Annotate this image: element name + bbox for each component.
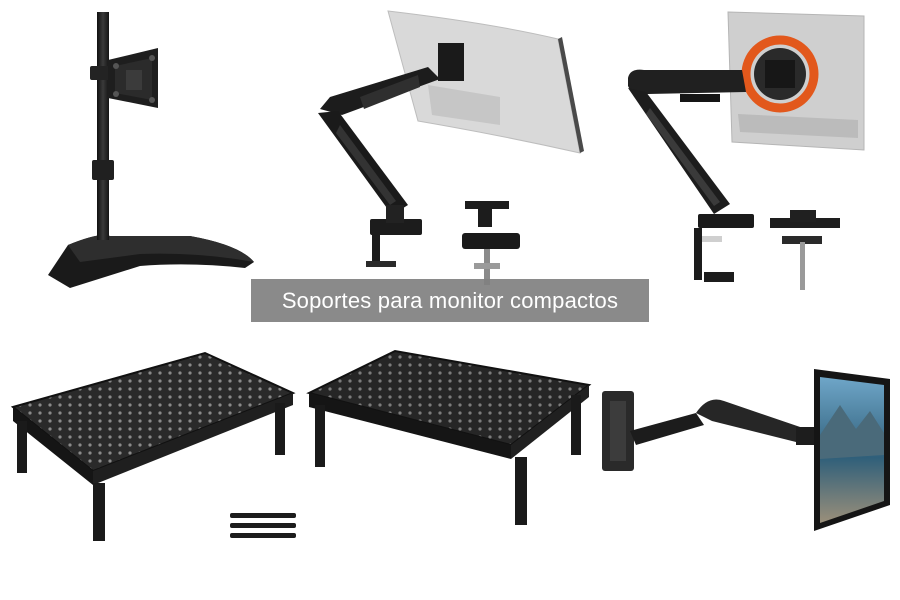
caption-text: Soportes para monitor compactos — [281, 287, 619, 313]
freestanding-monitor-stand-image — [40, 0, 270, 295]
caption-bar: Soportes para monitor compactos — [251, 279, 649, 322]
monitor-riser-center-image — [305, 345, 595, 535]
wall-mount-monitor-arm-icon — [602, 369, 890, 531]
monitor-arm-with-orange-vesa-icon — [628, 11, 865, 290]
wall-mount-arm-image — [600, 355, 895, 540]
gas-spring-monitor-arm-icon — [318, 10, 584, 285]
freestanding-single-monitor-stand-icon — [48, 12, 254, 288]
monitor-riser-left-image — [5, 345, 300, 550]
gas-spring-monitor-arm-image — [300, 5, 590, 290]
monitor-arm-orange-image — [620, 8, 870, 298]
perforated-monitor-riser-icon — [10, 351, 296, 541]
perforated-monitor-riser-icon — [306, 349, 592, 525]
